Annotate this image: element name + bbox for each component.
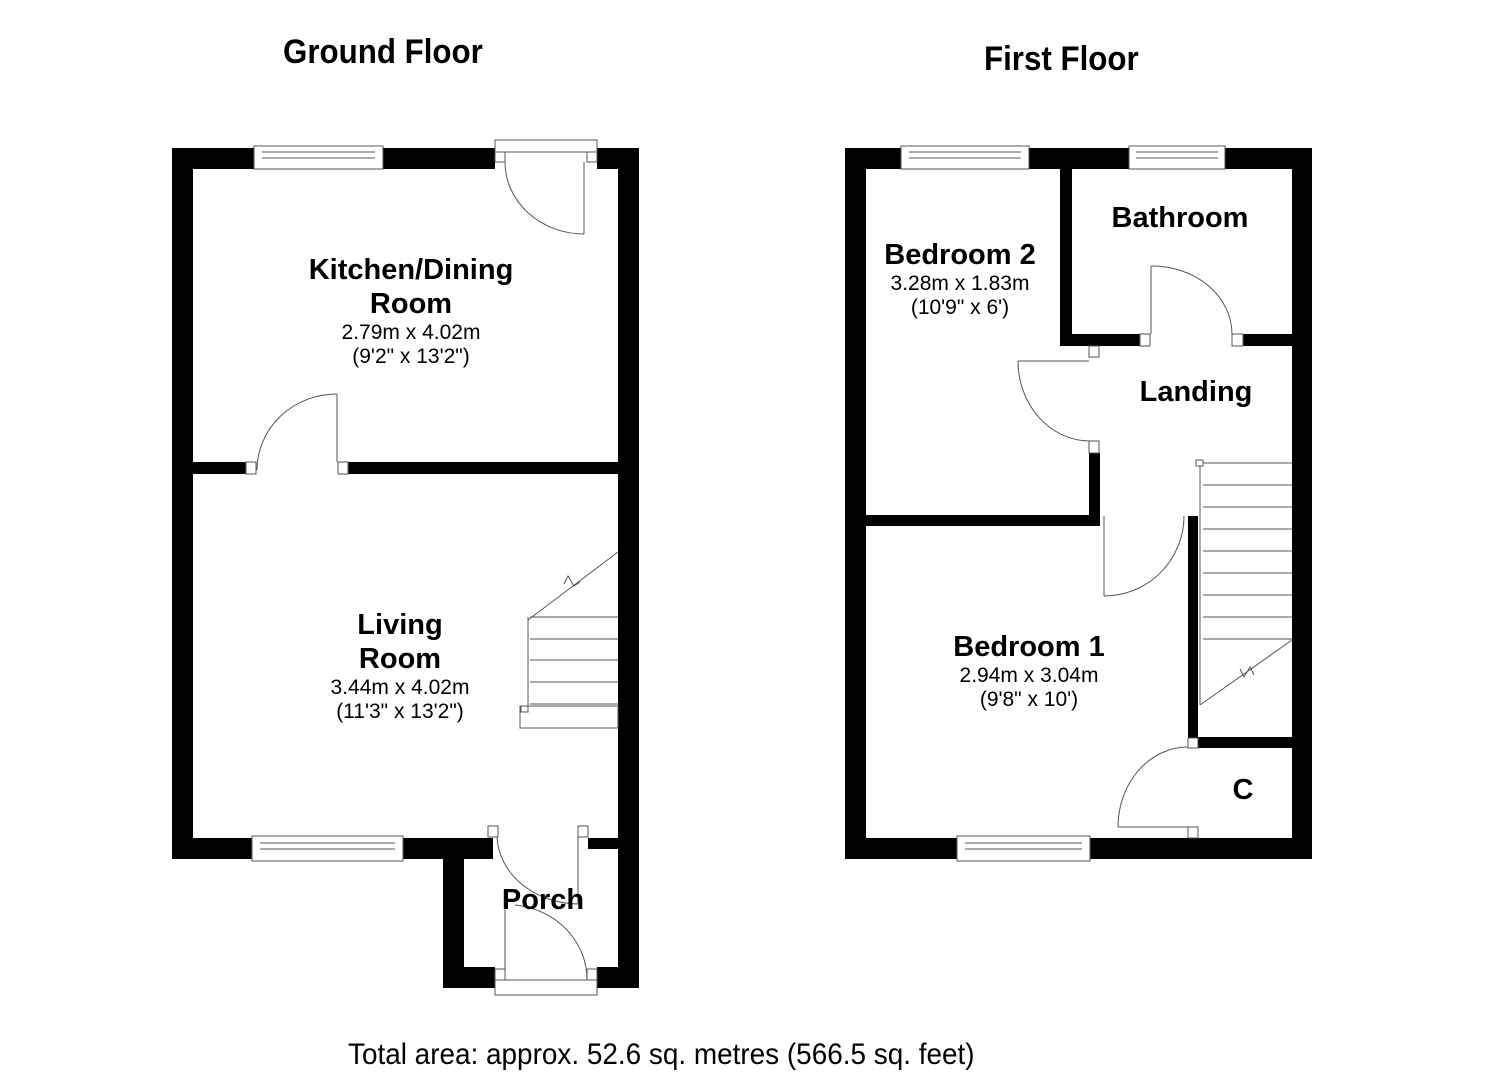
room-dimensions-metric: 3.44m x 4.02m xyxy=(330,676,470,699)
room-dimensions-imperial: (11'3" x 13'2") xyxy=(336,700,464,723)
room-name: Bedroom 2 xyxy=(884,239,1036,271)
first-floor-fixtures xyxy=(900,145,1293,862)
room-name: Living xyxy=(357,609,443,641)
room-name: Room xyxy=(358,643,442,675)
room-landing: Landing xyxy=(1140,375,1253,409)
room-name: Kitchen/Dining xyxy=(308,254,514,286)
room-name: C xyxy=(1232,774,1254,806)
first-floor-walls xyxy=(845,148,1312,859)
room-bedroom-2: Bedroom 2 3.28m x 1.83m (10'9" x 6') xyxy=(884,238,1035,320)
room-name: Porch xyxy=(501,884,585,916)
ground-floor-walls xyxy=(172,148,639,988)
room-name: Bathroom xyxy=(1111,202,1249,234)
room-name: Room xyxy=(369,288,453,320)
room-dimensions-imperial: (10'9" x 6') xyxy=(910,296,1010,319)
room-porch: Porch xyxy=(502,883,584,917)
room-kitchen-dining: Kitchen/Dining Room 2.79m x 4.02m (9'2" … xyxy=(309,253,514,369)
ground-floor-fixtures xyxy=(245,139,619,996)
room-bedroom-1: Bedroom 1 2.94m x 3.04m (9'8" x 10') xyxy=(953,630,1104,712)
room-cupboard: C xyxy=(1233,773,1254,807)
room-name: Bedroom 1 xyxy=(953,631,1105,663)
room-dimensions-imperial: (9'8" x 10') xyxy=(979,688,1079,711)
room-name: Landing xyxy=(1139,376,1253,408)
room-dimensions-metric: 2.94m x 3.04m xyxy=(959,664,1099,687)
total-area: Total area: approx. 52.6 sq. metres (566… xyxy=(348,1038,975,1071)
ground-floor-title: Ground Floor xyxy=(283,33,483,71)
first-floor-title: First Floor xyxy=(984,40,1139,78)
room-dimensions-metric: 3.28m x 1.83m xyxy=(890,272,1030,295)
room-bathroom: Bathroom xyxy=(1112,201,1249,235)
room-dimensions-metric: 2.79m x 4.02m xyxy=(341,321,481,344)
room-dimensions-imperial: (9'2" x 13'2") xyxy=(352,345,470,368)
room-living: Living Room 3.44m x 4.02m (11'3" x 13'2"… xyxy=(331,608,470,724)
